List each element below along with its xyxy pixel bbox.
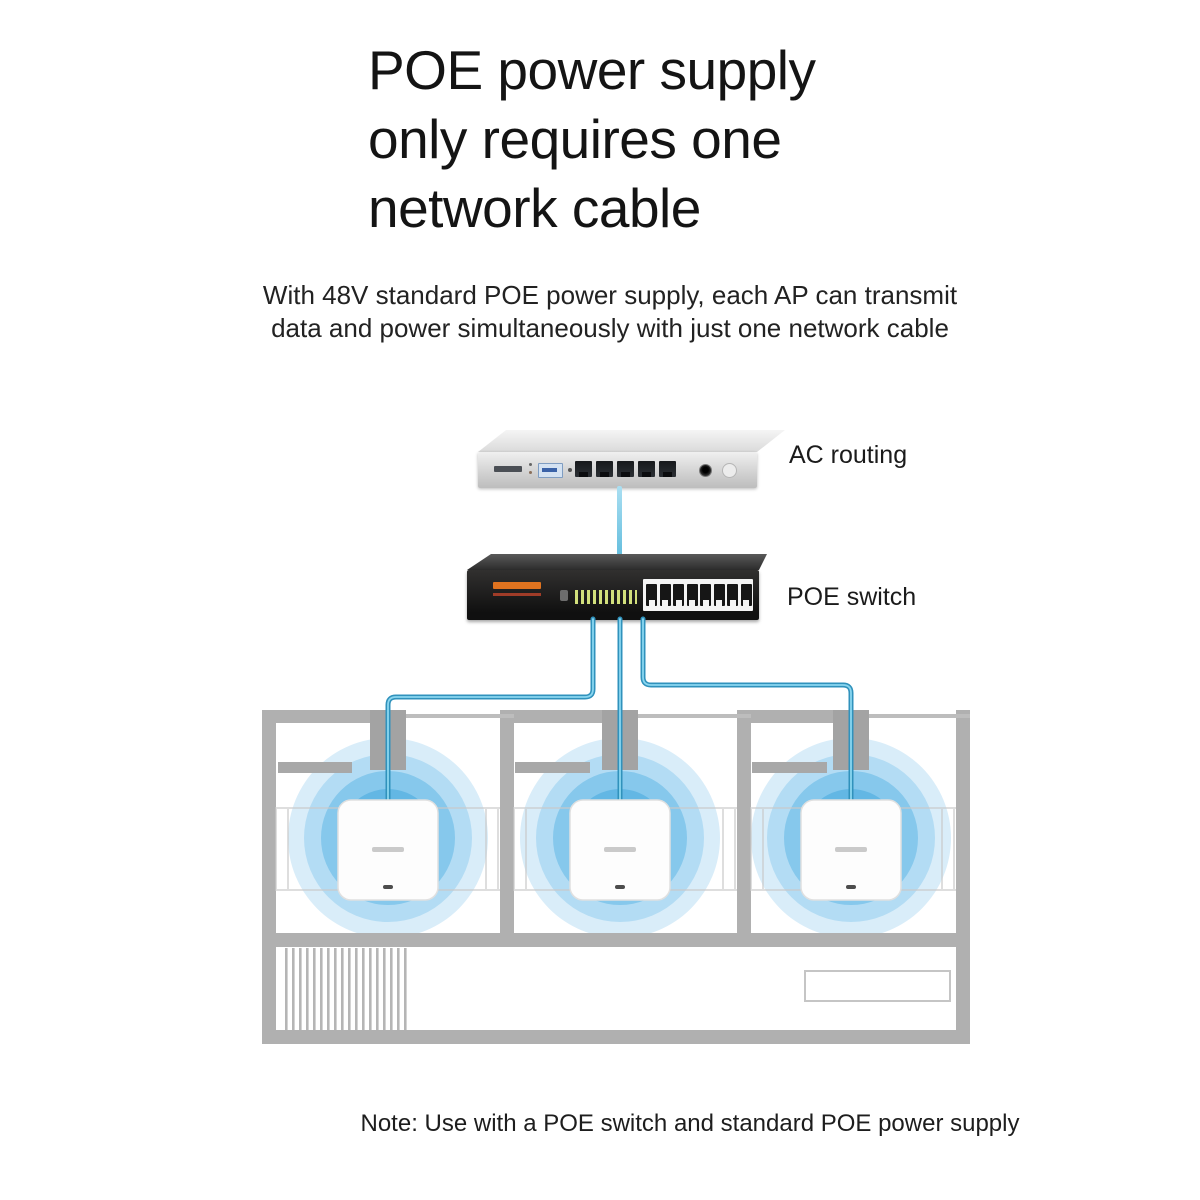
power-button <box>722 463 737 478</box>
ap-led <box>846 885 856 889</box>
ethernet-port-icon <box>727 584 738 606</box>
access-point <box>337 799 439 901</box>
ethernet-port-icon <box>575 461 592 477</box>
brand-mark <box>493 582 541 589</box>
uplink-cable <box>617 486 622 558</box>
corridor-cabinet <box>804 970 951 1002</box>
ethernet-port-icon <box>638 461 655 477</box>
ap-led <box>615 885 625 889</box>
brand-subtext <box>493 593 541 596</box>
title-line-2: only requires one <box>368 108 782 170</box>
stairs-hatch <box>283 948 410 1030</box>
access-point <box>569 799 671 901</box>
power-switch <box>560 590 568 601</box>
poe-switch-top-face <box>467 554 767 570</box>
port-panel <box>643 579 753 611</box>
wall-stub <box>515 762 590 773</box>
ac-routing-label: AC routing <box>789 441 908 469</box>
subtitle-line-2: data and power simultaneously with just … <box>271 313 949 343</box>
ap-brand-mark <box>835 847 867 852</box>
ap-led <box>383 885 393 889</box>
ac-router-device <box>478 430 785 488</box>
poe-switch-front-face <box>467 570 759 620</box>
ethernet-port-icon <box>659 584 671 606</box>
status-led <box>529 471 532 474</box>
led-indicators <box>575 590 637 604</box>
title-line-1: POE power supply <box>368 39 816 101</box>
poe-switch-device <box>467 554 767 620</box>
reset-hole <box>568 468 572 472</box>
ethernet-port-icon <box>646 584 657 606</box>
ethernet-port-icon <box>659 461 676 477</box>
ethernet-port-icon <box>700 584 711 606</box>
display-label <box>538 463 563 478</box>
ac-router-front-face <box>478 452 757 488</box>
ethernet-port-icon <box>740 584 752 606</box>
status-led <box>529 463 532 466</box>
poe-cables <box>385 616 854 804</box>
wall-stub <box>752 762 827 773</box>
subtitle-line-1: With 48V standard POE power supply, each… <box>262 280 958 310</box>
page-title: POE power supply only requires one netwo… <box>368 36 816 243</box>
ethernet-port-icon <box>617 461 634 477</box>
floorplan-diagram <box>262 616 970 1044</box>
ap-brand-mark <box>372 847 404 852</box>
note-text: Note: Use with a POE switch and standard… <box>360 1110 1020 1137</box>
access-point <box>800 799 902 901</box>
ethernet-port-icon <box>596 461 613 477</box>
ethernet-port-icon <box>713 584 725 606</box>
access-points <box>337 799 902 901</box>
ap-brand-mark <box>604 847 636 852</box>
wall-stub <box>278 762 352 773</box>
ethernet-port-icon <box>673 584 684 606</box>
power-jack <box>699 464 712 477</box>
title-line-3: network cable <box>368 177 701 239</box>
subtitle: With 48V standard POE power supply, each… <box>110 279 1110 345</box>
ethernet-port-icon <box>686 584 698 606</box>
ac-router-top-face <box>478 430 785 452</box>
brand-mark <box>494 466 522 472</box>
poe-switch-label: POE switch <box>787 583 917 611</box>
